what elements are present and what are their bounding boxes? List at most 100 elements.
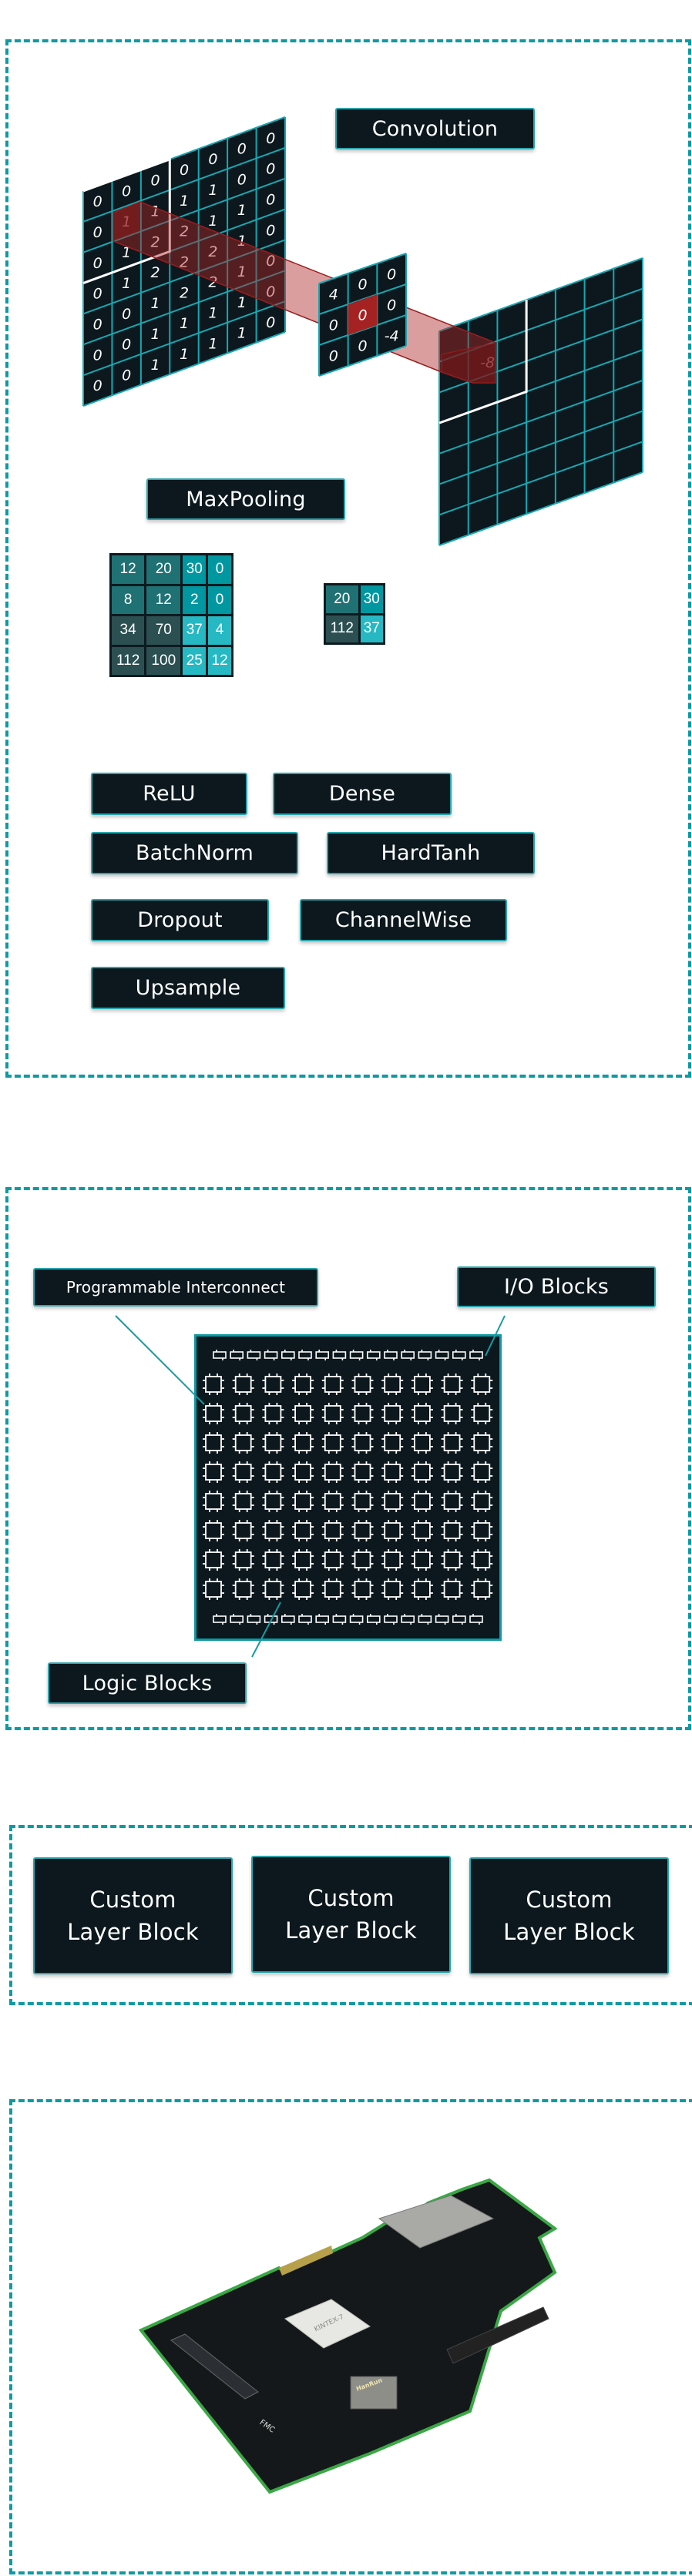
board-panel — [9, 2099, 692, 2574]
upsample-button[interactable]: Upsample — [91, 967, 285, 1009]
cell-value: 0 — [237, 141, 247, 158]
logic-block-icon — [411, 1578, 433, 1600]
cell-value: 1 — [151, 295, 160, 312]
pool-cell: 34 — [109, 614, 147, 647]
logic-block-icon — [471, 1520, 493, 1541]
custom-layer-block-2[interactable]: Custom Layer Block — [251, 1856, 451, 1973]
logic-block-icon — [262, 1461, 284, 1483]
io-block-icon — [298, 1614, 312, 1625]
logic-block-icon — [321, 1520, 344, 1541]
logic-block-icon — [411, 1491, 433, 1512]
logic-block-icon — [351, 1491, 374, 1512]
channelwise-button[interactable]: ChannelWise — [300, 899, 507, 941]
io-block-icon — [452, 1350, 466, 1360]
logic-block-icon — [262, 1520, 284, 1541]
grid-line — [438, 379, 643, 454]
logic-block-icon — [351, 1461, 374, 1483]
cell-value: 0 — [93, 255, 102, 272]
logic-block-icon — [381, 1432, 404, 1454]
io-block-icon — [452, 1614, 466, 1625]
grid-line — [82, 270, 286, 346]
grid-line — [438, 441, 643, 516]
pool-cell: 8 — [109, 583, 147, 616]
cell-value: 0 — [122, 367, 131, 384]
io-block-icon — [349, 1350, 364, 1360]
cell-value: 0 — [122, 183, 131, 200]
custom-layer-block-3[interactable]: Custom Layer Block — [469, 1857, 669, 1974]
cell-value: 1 — [208, 305, 217, 322]
io-block-icon — [213, 1350, 227, 1360]
cell-value: 0 — [93, 377, 102, 394]
cell-value: 0 — [358, 338, 367, 355]
projection-face — [113, 202, 140, 241]
conv-input-grid-bg — [83, 117, 285, 406]
logic-block-icon — [292, 1403, 314, 1424]
block-line-1: Custom — [89, 1887, 176, 1913]
logic-block-icon — [441, 1520, 463, 1541]
cell-value: 0 — [266, 161, 275, 178]
grid-line — [82, 300, 286, 377]
io-blocks-label: I/O Blocks — [457, 1266, 656, 1307]
custom-layer-block-1[interactable]: Custom Layer Block — [33, 1857, 233, 1974]
interconnect-leader-line — [115, 1315, 205, 1405]
logic-block-icon — [471, 1461, 493, 1483]
logic-block-icon — [232, 1578, 254, 1600]
cell-value: 0 — [266, 283, 275, 300]
io-block-icon — [418, 1614, 432, 1625]
logic-block-icon — [262, 1403, 284, 1424]
hardtanh-button[interactable]: HardTanh — [327, 832, 535, 874]
logic-block-icon — [292, 1578, 314, 1600]
cell-value: 2 — [180, 254, 189, 271]
grid-line — [318, 253, 407, 284]
io-block-icon — [418, 1350, 432, 1360]
fpga-panel — [5, 1187, 691, 1730]
logic-block-icon — [203, 1520, 224, 1541]
receptive-field-outline — [82, 157, 171, 284]
io-block-icon — [315, 1614, 330, 1625]
cell-value: 0 — [266, 192, 275, 209]
logic-block-icon — [203, 1578, 224, 1600]
io-block-icon — [401, 1350, 415, 1360]
logic-block-icon — [232, 1491, 254, 1512]
dropout-button[interactable]: Dropout — [91, 899, 269, 941]
io-block-icon — [401, 1614, 415, 1625]
pool-cell: 25 — [180, 644, 209, 677]
relu-button[interactable]: ReLU — [91, 773, 247, 815]
logic-block-icon — [381, 1461, 404, 1483]
logic-block-icon — [232, 1374, 254, 1395]
io-block-icon — [435, 1614, 449, 1625]
logic-block-icon — [321, 1374, 344, 1395]
io-block-icon — [298, 1350, 312, 1360]
dense-button[interactable]: Dense — [273, 773, 452, 815]
logic-block-icon — [441, 1491, 463, 1512]
cell-value: 0 — [387, 267, 396, 283]
cell-value: 0 — [266, 314, 275, 331]
cell-value: 0 — [387, 297, 396, 314]
block-line-2: Layer Block — [285, 1917, 417, 1944]
batchnorm-button[interactable]: BatchNorm — [91, 832, 298, 874]
pool-cell: 20 — [324, 583, 361, 615]
logic-block-icon — [262, 1374, 284, 1395]
cell-value: 0 — [266, 130, 275, 147]
pcie-edge — [279, 2246, 333, 2276]
cell-value: 0 — [93, 347, 102, 364]
cell-value: 1 — [237, 202, 247, 219]
logic-block-icon — [232, 1520, 254, 1541]
logic-block-icon — [381, 1578, 404, 1600]
cell-value: 2 — [180, 223, 189, 240]
grid-line — [82, 177, 286, 253]
logic-block-icon — [321, 1461, 344, 1483]
cell-value: -4 — [385, 328, 399, 345]
convolution-diagram: 0000000011110001221100122210001221000111… — [82, 116, 643, 546]
fpga-chip-silver — [284, 2299, 371, 2349]
logic-block-icon — [411, 1520, 433, 1541]
logic-block-icon — [292, 1461, 314, 1483]
cell-value: 0 — [180, 162, 189, 179]
logic-block-icon — [471, 1578, 493, 1600]
logic-block-icon — [232, 1461, 254, 1483]
logic-block-icon — [203, 1491, 224, 1512]
